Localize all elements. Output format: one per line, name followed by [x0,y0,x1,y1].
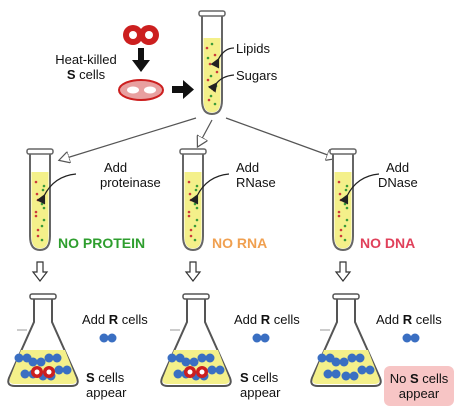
r-cell-icon [323,369,341,379]
result-no-dna: NO DNA [360,235,416,251]
r-cell-icon [341,371,359,381]
outcome-label-1: S cells appear [86,370,127,400]
enzyme-pointer [189,173,230,205]
outcome-label-3: No S cells appear [389,371,449,401]
add-r-cells-label-1: Add R cells [82,312,148,327]
s-cell-icon [31,366,55,378]
result-no-protein: NO PROTEIN [58,235,146,251]
r-cell-icon [54,365,72,375]
s-cell-icon [184,366,208,378]
sugars-pointer [207,74,235,93]
r-cell-icon [347,353,365,363]
branch-3 [310,148,420,387]
r-cell-icon [207,365,225,375]
down-arrow-icon [31,261,49,282]
add-r-cells-label-2: Add R cells [234,312,300,327]
branch-2 [160,148,270,387]
r-cell-icon [331,357,349,367]
down-arrow-icon [184,261,202,282]
no-s-cells-box: No S cells appear [384,366,454,406]
added-r-cell-icon [252,333,270,343]
branch-arrow-middle [198,119,213,146]
added-r-cell-icon [402,333,420,343]
heat-killed-cell-icon [118,79,164,101]
down-arrow-icon [334,261,352,282]
right-arrow-icon [172,80,194,99]
result-no-rna: NO RNA [212,235,268,251]
r-cell-icon [197,353,215,363]
lipids-pointer [210,47,235,69]
r-cell-icon [357,365,375,375]
enzyme-pointer [36,173,77,205]
r-cell-icon [28,357,46,367]
branch-1 [7,148,117,387]
branch-test-tube [179,148,207,252]
branch-test-tube [26,148,54,252]
outcome-label-2: S cells appear [240,370,281,400]
down-arrow-icon [132,48,150,72]
add-rnase-label: Add RNase [236,160,276,190]
enzyme-pointer [339,173,380,205]
branch-test-tube [329,148,357,252]
top-test-tube [198,10,226,116]
s-cell-icon [123,25,159,45]
lipids-label: Lipids [236,41,270,56]
added-r-cell-icon [99,333,117,343]
add-r-cells-label-3: Add R cells [376,312,442,327]
branch-arrow-left [60,117,197,160]
add-dnase-label: Add DNase [378,160,418,190]
r-cell-icon [44,353,62,363]
r-cell-icon [181,357,199,367]
sugars-label: Sugars [236,68,278,83]
branch-arrow-right [225,117,336,158]
heat-killed-label: Heat-killed S cells [55,52,117,82]
add-proteinase-label: Add proteinase [100,160,161,190]
